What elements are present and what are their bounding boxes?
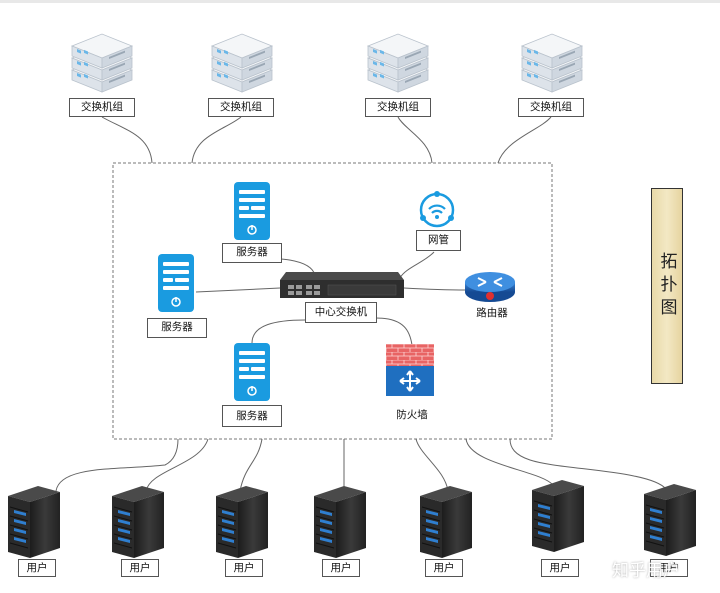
link-user-7 xyxy=(509,438,667,490)
link-server-left xyxy=(195,287,281,293)
user-label-2: 用户 xyxy=(121,559,159,577)
switch-group-icon-3 xyxy=(368,34,428,92)
user-label-7: 用户 xyxy=(650,559,688,577)
switch-group-icon-2 xyxy=(212,34,272,92)
user-rack-icon-3 xyxy=(215,485,269,559)
server-icon-bottom xyxy=(233,342,271,402)
user-rack-icon-4 xyxy=(313,485,367,559)
user-label-5: 用户 xyxy=(425,559,463,577)
topology-title: 拓扑图 xyxy=(656,251,677,321)
user-rack-icon-6 xyxy=(531,479,585,553)
link-switch-group-3 xyxy=(397,116,433,164)
user-rack-icon-2 xyxy=(111,485,165,559)
link-netmgmt xyxy=(399,251,435,279)
link-user-3 xyxy=(239,438,263,492)
link-router xyxy=(403,287,467,291)
switch-group-icon-4 xyxy=(522,34,582,92)
network-mgmt-label: 网管 xyxy=(416,230,461,251)
topology-title-panel: 拓扑图 xyxy=(651,188,683,384)
user-label-4: 用户 xyxy=(322,559,360,577)
server-label-left: 服务器 xyxy=(147,318,207,338)
user-label-3: 用户 xyxy=(225,559,263,577)
link-firewall xyxy=(375,317,413,346)
link-switch-group-2 xyxy=(191,116,242,164)
core-switch-icon xyxy=(280,272,404,298)
link-user-5 xyxy=(415,438,449,492)
server-icon-left xyxy=(157,253,195,313)
top-border-line xyxy=(0,0,720,3)
link-switch-group-4 xyxy=(497,116,552,164)
user-label-6: 用户 xyxy=(541,559,579,577)
switch-group-label-3: 交换机组 xyxy=(365,98,431,117)
link-user-2 xyxy=(145,438,209,492)
firewall-icon xyxy=(386,344,434,396)
link-switch-group-1 xyxy=(101,116,153,164)
server-label-top: 服务器 xyxy=(222,243,282,263)
link-user-6 xyxy=(465,438,554,486)
firewall-label: 防火墙 xyxy=(396,409,428,421)
switch-group-label-2: 交换机组 xyxy=(208,98,274,117)
switch-group-label-4: 交换机组 xyxy=(518,98,584,117)
router-label: 路由器 xyxy=(476,307,508,319)
server-label-bottom: 服务器 xyxy=(222,405,282,427)
user-rack-icon-7 xyxy=(643,483,697,557)
user-rack-icon-5 xyxy=(419,485,473,559)
link-server-bottom xyxy=(251,319,306,344)
router-icon xyxy=(465,272,515,302)
core-zone-boundary xyxy=(112,162,553,440)
switch-group-icon-1 xyxy=(72,34,132,92)
server-icon-top xyxy=(233,181,271,241)
core-switch-label: 中心交换机 xyxy=(305,302,377,323)
user-rack-icon-1 xyxy=(7,485,61,559)
network-mgmt-icon xyxy=(419,191,455,228)
watermark: 知乎用户 xyxy=(612,561,680,581)
user-label-1: 用户 xyxy=(18,559,56,577)
link-user-1 xyxy=(55,438,179,492)
switch-group-label-1: 交换机组 xyxy=(69,98,135,117)
